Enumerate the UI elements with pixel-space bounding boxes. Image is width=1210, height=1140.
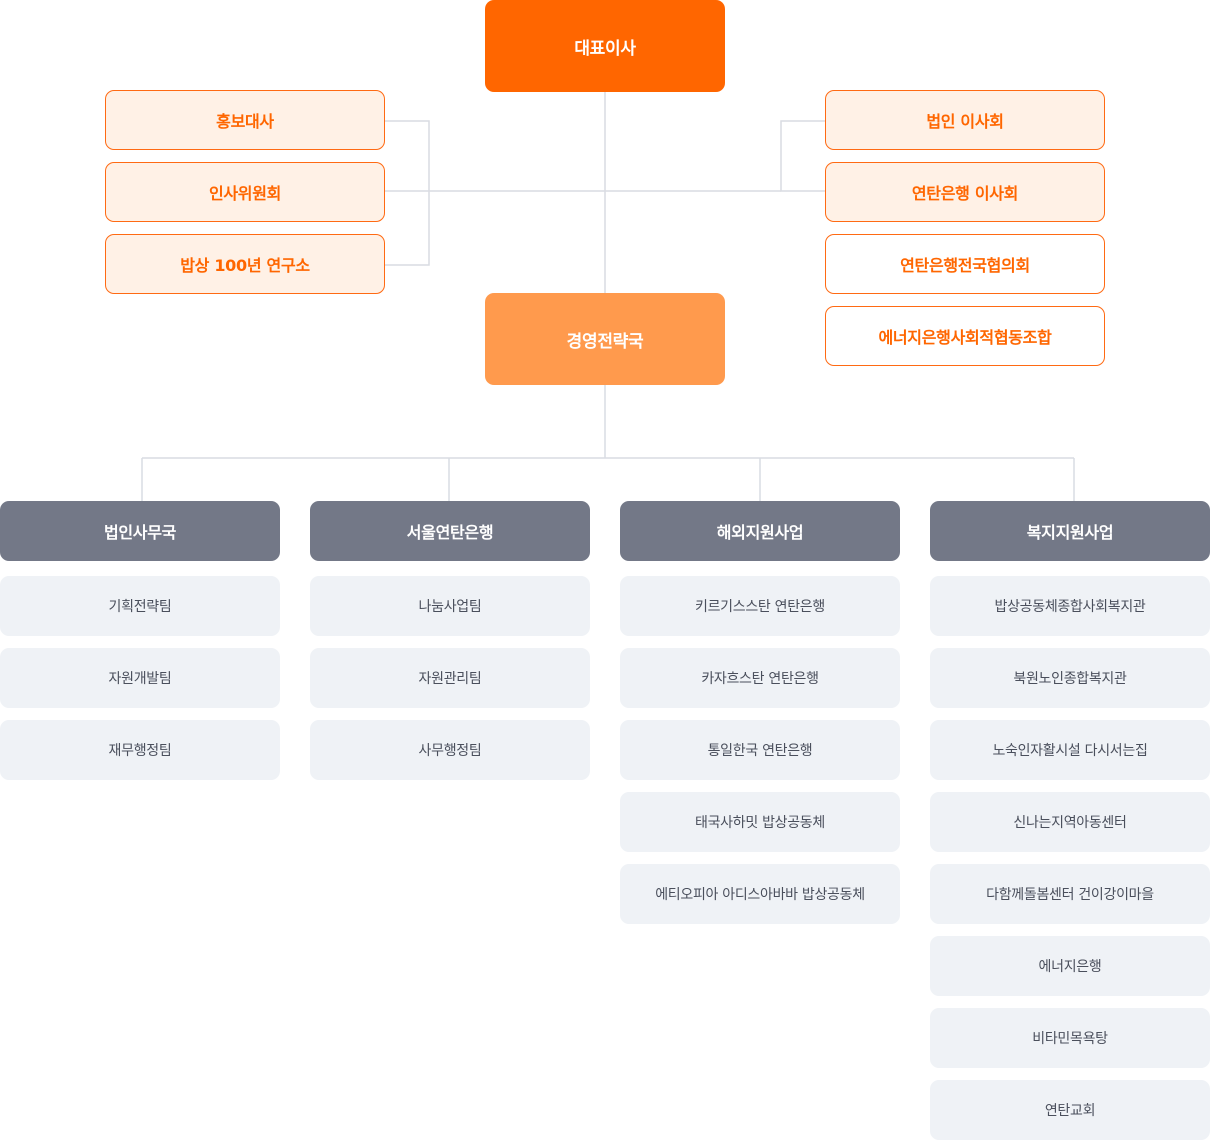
department-header: 법인사무국 <box>0 501 280 561</box>
team-box: 노숙인자활시설 다시서는집 <box>930 720 1210 780</box>
advisory-bank-board: 연탄은행 이사회 <box>825 162 1105 222</box>
advisory-ambassador: 홍보대사 <box>105 90 385 150</box>
advisory-corporate-board: 법인 이사회 <box>825 90 1105 150</box>
department-header: 해외지원사업 <box>620 501 900 561</box>
team-box: 북원노인종합복지관 <box>930 648 1210 708</box>
team-box: 키르기스스탄 연탄은행 <box>620 576 900 636</box>
advisory-national-council: 연탄은행전국협의회 <box>825 234 1105 294</box>
team-box: 태국사하밋 밥상공동체 <box>620 792 900 852</box>
team-box: 비타민목욕탕 <box>930 1008 1210 1068</box>
team-box: 사무행정팀 <box>310 720 590 780</box>
advisory-energy-coop: 에너지은행사회적협동조합 <box>825 306 1105 366</box>
advisory-research-institute: 밥상 100년 연구소 <box>105 234 385 294</box>
team-box: 통일한국 연탄은행 <box>620 720 900 780</box>
ceo-box: 대표이사 <box>485 0 725 92</box>
team-box: 카자흐스탄 연탄은행 <box>620 648 900 708</box>
department-header: 서울연탄은행 <box>310 501 590 561</box>
connector-left-bracket <box>385 120 430 266</box>
team-box: 밥상공동체종합사회복지관 <box>930 576 1210 636</box>
team-box: 자원관리팀 <box>310 648 590 708</box>
team-box: 나눔사업팀 <box>310 576 590 636</box>
team-box: 에너지은행 <box>930 936 1210 996</box>
team-box: 자원개발팀 <box>0 648 280 708</box>
advisory-personnel-committee: 인사위원회 <box>105 162 385 222</box>
team-box: 기획전략팀 <box>0 576 280 636</box>
team-box: 연탄교회 <box>930 1080 1210 1140</box>
team-box: 재무행정팀 <box>0 720 280 780</box>
team-box: 에티오피아 아디스아바바 밥상공동체 <box>620 864 900 924</box>
connector-right-bracket <box>780 120 825 192</box>
team-box: 다함께돌봄센터 건이강이마을 <box>930 864 1210 924</box>
department-header: 복지지원사업 <box>930 501 1210 561</box>
strategy-office-box: 경영전략국 <box>485 293 725 385</box>
team-box: 신나는지역아동센터 <box>930 792 1210 852</box>
